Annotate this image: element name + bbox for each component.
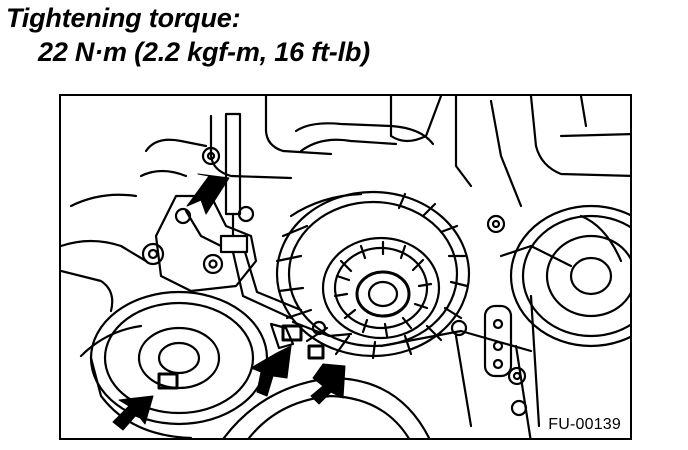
adjuster-bracket bbox=[157, 320, 353, 390]
engine-block-outline bbox=[61, 96, 630, 438]
arrow-icon bbox=[112, 173, 346, 431]
engine-illustration-frame: FU-00139 bbox=[59, 94, 632, 440]
pulley-illustration bbox=[89, 290, 269, 438]
tensioner-bracket bbox=[483, 294, 541, 428]
engine-illustration bbox=[61, 96, 630, 438]
guide-tube bbox=[219, 112, 303, 320]
figure-code: FU-00139 bbox=[545, 416, 624, 434]
alternator-illustration bbox=[275, 190, 471, 360]
torque-value: 22 N·m (2.2 kgf-m, 16 ft-lb) bbox=[38, 37, 370, 67]
mounting-bracket bbox=[154, 194, 258, 293]
torque-heading: Tightening torque: bbox=[6, 3, 241, 33]
pulley-illustration bbox=[509, 204, 630, 348]
